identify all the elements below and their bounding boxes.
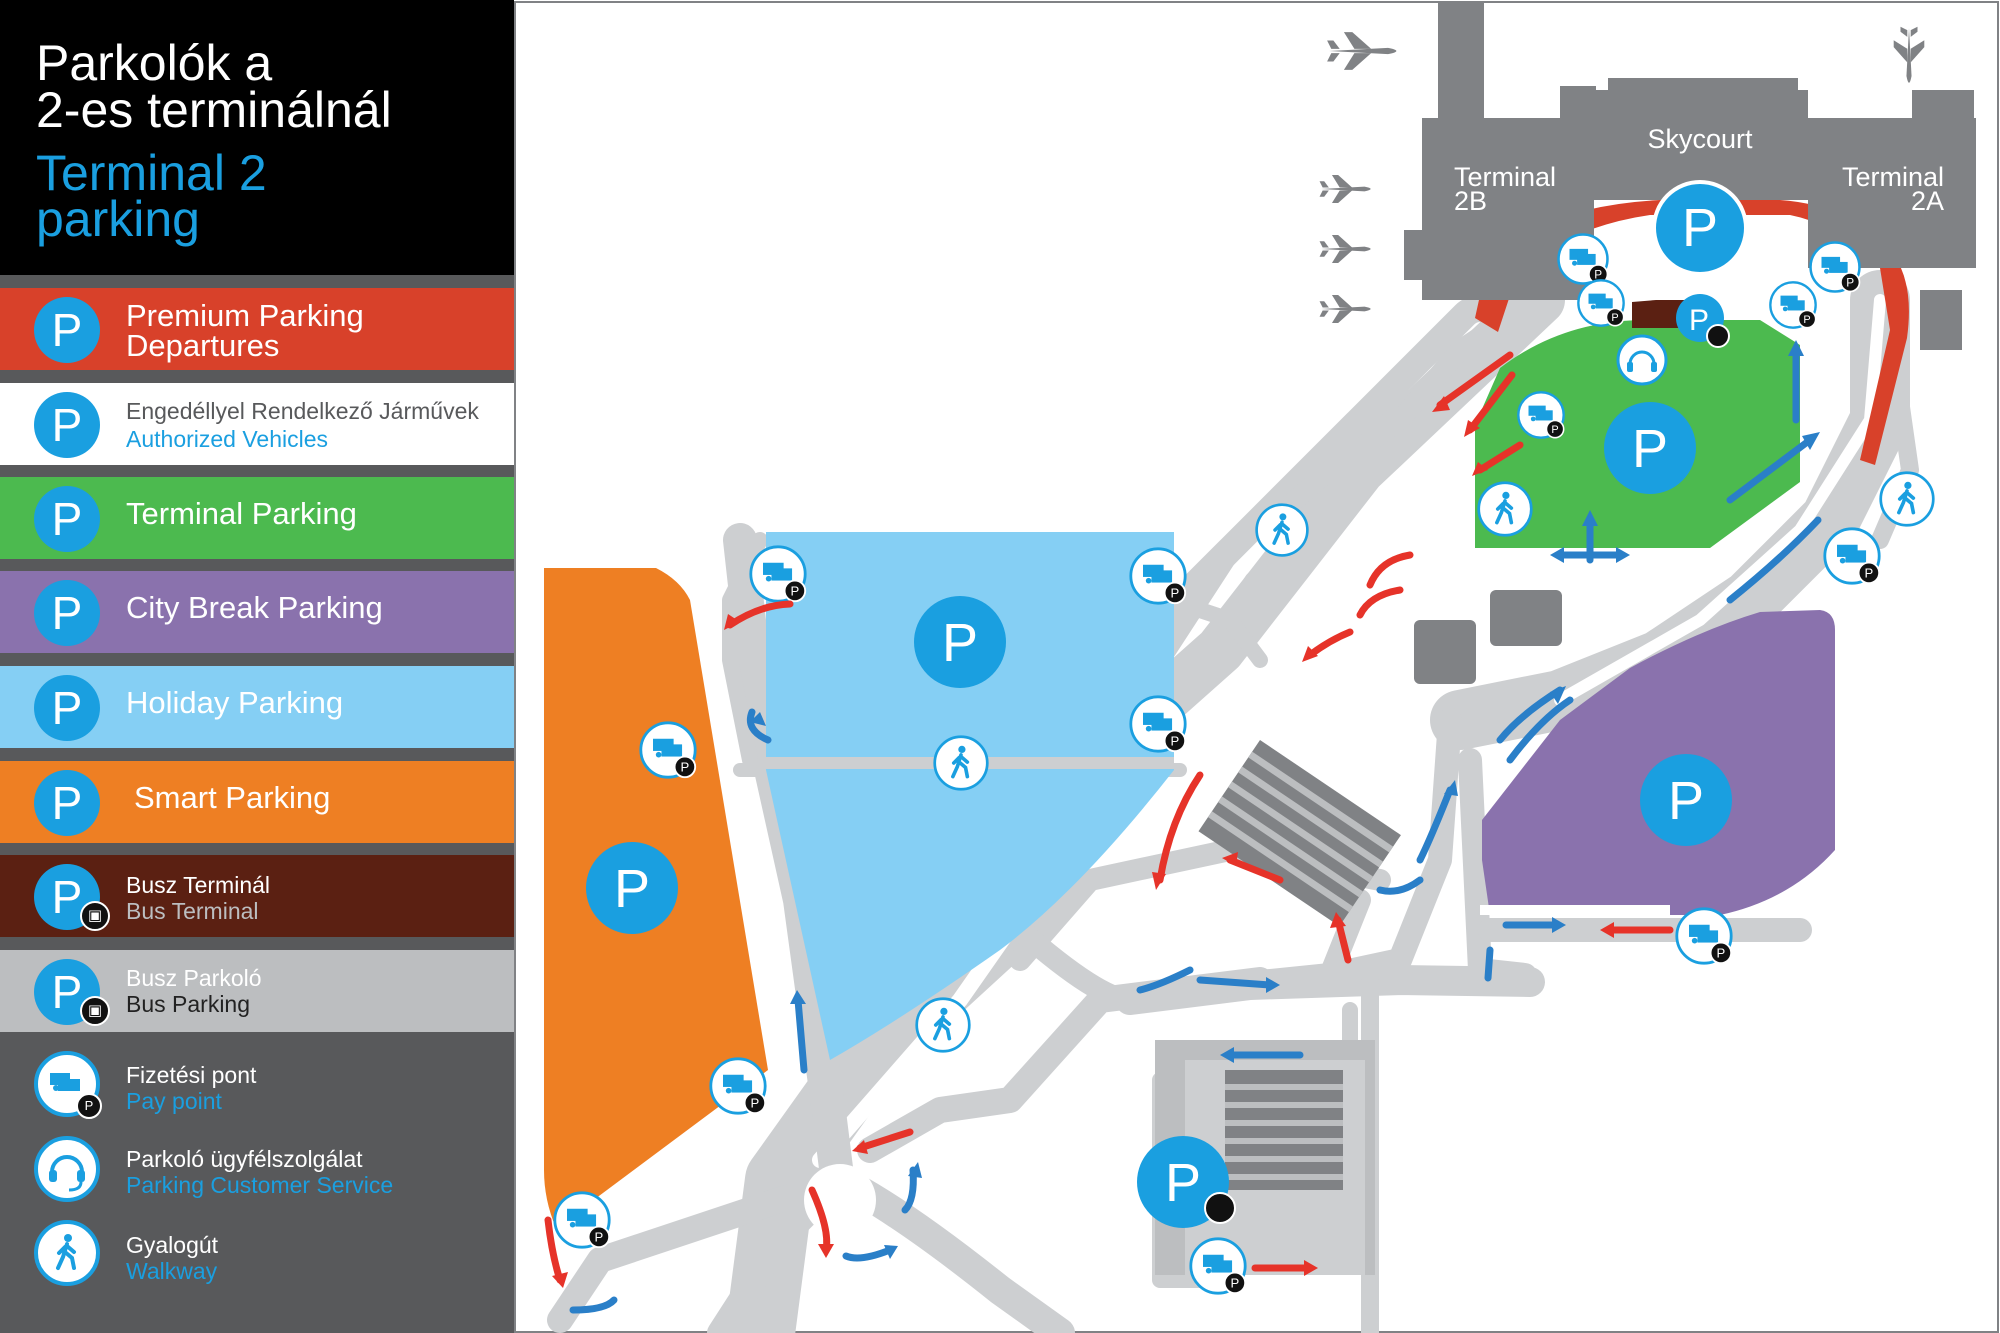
bus-parking-p-marker: P bbox=[1165, 1153, 1201, 1213]
pay-point-icon[interactable] bbox=[709, 1057, 767, 1115]
citybreak-p-marker: P bbox=[1668, 771, 1704, 831]
pay-point-icon: P bbox=[34, 1051, 102, 1119]
parking-icon: P bbox=[34, 770, 100, 836]
garage-1 bbox=[1414, 620, 1476, 684]
pay-point-icon[interactable] bbox=[1675, 907, 1733, 965]
legend-terminal: P Terminal Parking bbox=[0, 477, 514, 559]
title-hu-line1: Parkolók a bbox=[36, 35, 273, 91]
pay-point-icon[interactable] bbox=[1809, 241, 1861, 293]
bus-parking-label-en: Bus Parking bbox=[126, 991, 251, 1017]
pedestrian-icon bbox=[932, 734, 990, 792]
premium-label-1: Premium Parking bbox=[126, 298, 364, 333]
title-en-line1: Terminal 2 bbox=[36, 145, 267, 201]
bus-parking-label-hu: Busz Parkoló bbox=[126, 965, 262, 991]
pedestrian-icon bbox=[1878, 470, 1936, 528]
bus-terminal-label-en: Bus Terminal bbox=[126, 898, 259, 924]
pedestrian-icon bbox=[914, 996, 972, 1054]
legend-smart: P Smart Parking bbox=[0, 761, 514, 843]
terminal-2b-label-2: 2B bbox=[1454, 186, 1487, 216]
pay-point-icon[interactable] bbox=[1129, 547, 1187, 605]
title-hu-line2: 2-es terminálnál bbox=[36, 82, 392, 138]
legend-premium: P Premium Parking Departures bbox=[0, 288, 514, 370]
red-arrowheads bbox=[552, 396, 1614, 1288]
headset-icon bbox=[34, 1136, 100, 1202]
title-en-line2: parking bbox=[36, 191, 200, 247]
bus-badge-icon: ▣ bbox=[80, 996, 110, 1026]
pedestrian-icon bbox=[1476, 480, 1534, 538]
pay-point-icon[interactable] bbox=[1769, 281, 1817, 329]
terminal-2a-label-1: Terminal bbox=[1842, 162, 1944, 192]
walkway-label-hu: Gyalogút bbox=[126, 1232, 219, 1258]
legend-panel: Parkolók a 2-es terminálnál Terminal 2 p… bbox=[0, 0, 514, 1333]
pay-point-label-en: Pay point bbox=[126, 1088, 222, 1114]
terminal-label: Terminal Parking bbox=[126, 496, 357, 531]
legend-citybreak: P City Break Parking bbox=[0, 571, 514, 653]
customer-service-label-en: Parking Customer Service bbox=[126, 1172, 394, 1198]
authorized-label-hu: Engedéllyel Rendelkező Járművek bbox=[126, 398, 479, 424]
holiday-p-marker: P bbox=[942, 613, 978, 673]
bus-badge-icon bbox=[1204, 1192, 1236, 1224]
citybreak-label: City Break Parking bbox=[126, 590, 383, 625]
legend-bus-terminal: P ▣ Busz Terminál Bus Terminal bbox=[0, 855, 514, 937]
pay-point-icon[interactable] bbox=[553, 1191, 611, 1249]
bus-badge-icon: ▣ bbox=[80, 901, 110, 931]
customer-service-label-hu: Parkoló ügyfélszolgálat bbox=[126, 1146, 363, 1172]
holiday-parking-area bbox=[766, 532, 1174, 1060]
pay-point-label-hu: Fizetési pont bbox=[126, 1062, 257, 1088]
headset-icon bbox=[1616, 334, 1668, 386]
pay-point-icon[interactable] bbox=[1823, 527, 1881, 585]
smart-p-marker: P bbox=[614, 859, 650, 919]
legend-holiday: P Holiday Parking bbox=[0, 666, 514, 748]
holiday-label: Holiday Parking bbox=[126, 685, 344, 720]
smart-label: Smart Parking bbox=[134, 780, 331, 815]
parking-icon: P bbox=[34, 580, 100, 646]
terminal-2b-label-1: Terminal bbox=[1454, 162, 1556, 192]
pay-point-icon[interactable] bbox=[1517, 391, 1565, 439]
authorized-label-en: Authorized Vehicles bbox=[126, 426, 329, 452]
pay-point-icon[interactable] bbox=[639, 721, 697, 779]
pay-point-icon[interactable] bbox=[1577, 279, 1625, 327]
terminal-2a-label-2: 2A bbox=[1911, 186, 1944, 216]
blue-arrows bbox=[569, 346, 1822, 1314]
premium-parking-area bbox=[1475, 200, 1909, 465]
premium-label-2: Departures bbox=[126, 328, 280, 363]
walkway-label-en: Walkway bbox=[126, 1258, 218, 1284]
premium-p-marker: P bbox=[1682, 198, 1718, 258]
skycourt-label: Skycourt bbox=[1647, 124, 1753, 154]
blue-arrowheads bbox=[750, 340, 1820, 1259]
garage-2 bbox=[1490, 590, 1562, 646]
bus-badge-icon bbox=[1706, 324, 1730, 348]
pedestrian-icon bbox=[34, 1220, 100, 1286]
legend-title: Parkolók a 2-es terminálnál Terminal 2 p… bbox=[0, 0, 514, 275]
pay-point-icon[interactable] bbox=[1557, 233, 1609, 285]
bus-terminal-label-hu: Busz Terminál bbox=[126, 872, 271, 898]
map-parking-markers: P P P P P P P bbox=[586, 180, 1748, 1228]
parking-icon: P bbox=[34, 392, 100, 458]
bus-terminal-p-marker: P bbox=[1689, 304, 1709, 337]
parking-icon: P bbox=[34, 486, 100, 552]
terminal-p-marker: P bbox=[1632, 419, 1668, 479]
citybreak-parking-area bbox=[1482, 610, 1835, 915]
parking-icon: P bbox=[34, 675, 100, 741]
legend-bus-parking: P ▣ Busz Parkoló Bus Parking bbox=[0, 950, 514, 1032]
legend-authorized: P Engedéllyel Rendelkező Járművek Author… bbox=[0, 383, 514, 465]
pay-point-icon[interactable] bbox=[1129, 695, 1187, 753]
airport-map: P bbox=[514, 1, 1999, 1333]
striped-structure-1 bbox=[1198, 740, 1401, 927]
pay-point-icon[interactable] bbox=[749, 545, 807, 603]
bus-parking-stripes bbox=[1225, 1070, 1343, 1190]
parking-icon: P bbox=[34, 297, 100, 363]
pedestrian-icon bbox=[1254, 502, 1310, 558]
pay-point-icon[interactable] bbox=[1189, 1237, 1247, 1295]
